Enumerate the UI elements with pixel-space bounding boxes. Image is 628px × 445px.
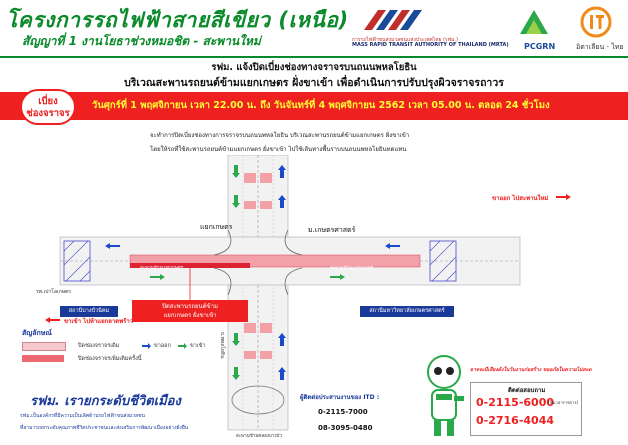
- footer-line2: ที่สามารถยกระดับคุณภาพชีวิตประชาชนและส่ง…: [20, 425, 189, 431]
- mrta-name-th: การรถไฟฟ้าขนส่งมวลชนแห่งประเทศไทย (รฟม.): [352, 37, 458, 43]
- callout-box: [470, 382, 582, 436]
- contact-phone1: 0-2115-7000: [318, 408, 368, 416]
- header-divider: [0, 56, 628, 58]
- italthai-logo-icon: [580, 6, 612, 38]
- mascot-icon: [427, 355, 464, 436]
- callout-bubble-text: อาจจะมีเสียงดังในวันงานก่อสร้าง ขออภัยใน…: [470, 367, 592, 373]
- callout-number2: 0-2716-4044: [476, 414, 555, 427]
- announcement-line2: บริเวณสะพานรถยนต์ข้ามแยกเกษตร ฝั่งขาเข้า…: [124, 77, 504, 89]
- mrta-name-en: MASS RAPID TRANSIT AUTHORITY OF THAILAND…: [352, 42, 509, 48]
- details-line1: จะทำการปิดเบี่ยงช่องทางการจราจรบนถนนพหลโ…: [150, 132, 410, 139]
- badge-line2: ช่องจราจร: [26, 108, 70, 119]
- slogan: รฟม. เรายกระดับชีวิตเมือง: [30, 394, 181, 409]
- map-label-inbound: ขาเข้า ไปห้าแยกลาดพร้าว: [64, 318, 134, 325]
- pcgrn-label: PCGRN: [524, 42, 556, 51]
- page-title: โครงการรถไฟฟ้าสายสีเขียว (เหนือ): [6, 8, 349, 32]
- closed-bridge-box: ปิดสะพานรถยนต์ข้าม แยกเกษตร ฝั่งขาเข้า: [132, 300, 248, 322]
- station-right-box: สถานีมหาวิทยาลัยเกษตรศาสตร์: [360, 306, 454, 317]
- station-left-box: สถานีบางบัวนิคม: [60, 306, 118, 317]
- legend-outbound: ขาออก: [154, 343, 171, 349]
- callout-label: ติดต่อสอบถาม: [508, 387, 546, 394]
- italthai-label: อิตาเลียน - ไทย: [576, 43, 624, 51]
- callout-number1-note: (ในเวลาราชการ): [548, 400, 579, 405]
- page-subtitle: สัญญาที่ 1 งานโยธาช่วงหมอชิต - สะพานใหม่: [22, 34, 261, 48]
- traffic-map: [45, 155, 571, 431]
- legend-title: สัญลักษณ์: [22, 329, 52, 337]
- bridge-text-left: สะพานข้ามแยกเกษตร: [140, 266, 184, 271]
- arrow-inbound-icon: [178, 343, 187, 349]
- details-line2: โดยให้รถที่ใช้สะพานรถยนต์ข้ามแยกเกษตร ฝั…: [150, 146, 407, 153]
- schedule-text: วันศุกร์ที่ 1 พฤศจิกายน เวลา 22.00 น. ถึ…: [92, 100, 550, 111]
- contact-phone2: 08-3095-0480: [318, 424, 373, 432]
- map-label-bottom: สะพานข้ามคลองบางบัว: [236, 434, 282, 439]
- closed-label-line2: แยกเกษตร ฝั่งขาเข้า: [163, 312, 217, 319]
- pcgrn-logo-icon: [520, 10, 548, 34]
- legend-swatch-added: [22, 355, 64, 362]
- footer-line1: รฟม.เป็นองค์กรที่มีความเป็นเลิศด้านรถไฟฟ…: [20, 413, 145, 419]
- contact-title: ผู้ติดต่อประสานงานของ ITD :: [300, 394, 380, 401]
- map-label-kaset-junction: แยกเกษตร: [200, 223, 233, 231]
- arrow-outbound-icon: [142, 343, 151, 349]
- badge-line1: เบี่ยง: [38, 96, 58, 107]
- legend-existing: ปิดช่องจราจรเดิม: [78, 343, 120, 349]
- map-label-kaset-road: ม.เกษตรศาสตร์: [308, 226, 356, 234]
- bridge-text-right: สะพานข้ามแยกเกษตร: [330, 266, 374, 271]
- announcement-line1: รฟม. แจ้งปิดเบี่ยงช่องทางจราจรบนถนนพหลโย…: [211, 62, 417, 73]
- map-label-school: รพ.เปาโลเกษตร: [36, 289, 71, 295]
- legend-added: ปิดช่องจราจรเพิ่มเติมครั้งนี้: [78, 356, 142, 362]
- closed-label-line1: ปิดสะพานรถยนต์ข้าม: [162, 303, 218, 310]
- map-label-outbound: ขาออก ไปสะพานใหม่: [492, 195, 549, 202]
- map-label-phahon: ถ.พหลโยธิน: [219, 332, 225, 359]
- detour-badge: เบี่ยง ช่องจราจร: [20, 89, 76, 125]
- schedule-band: [0, 92, 628, 120]
- legend-swatch-existing: [22, 342, 66, 351]
- mrta-logo-icon: [364, 10, 422, 30]
- callout-number1: 0-2115-6000: [476, 396, 555, 409]
- legend-inbound: ขาเข้า: [190, 343, 206, 349]
